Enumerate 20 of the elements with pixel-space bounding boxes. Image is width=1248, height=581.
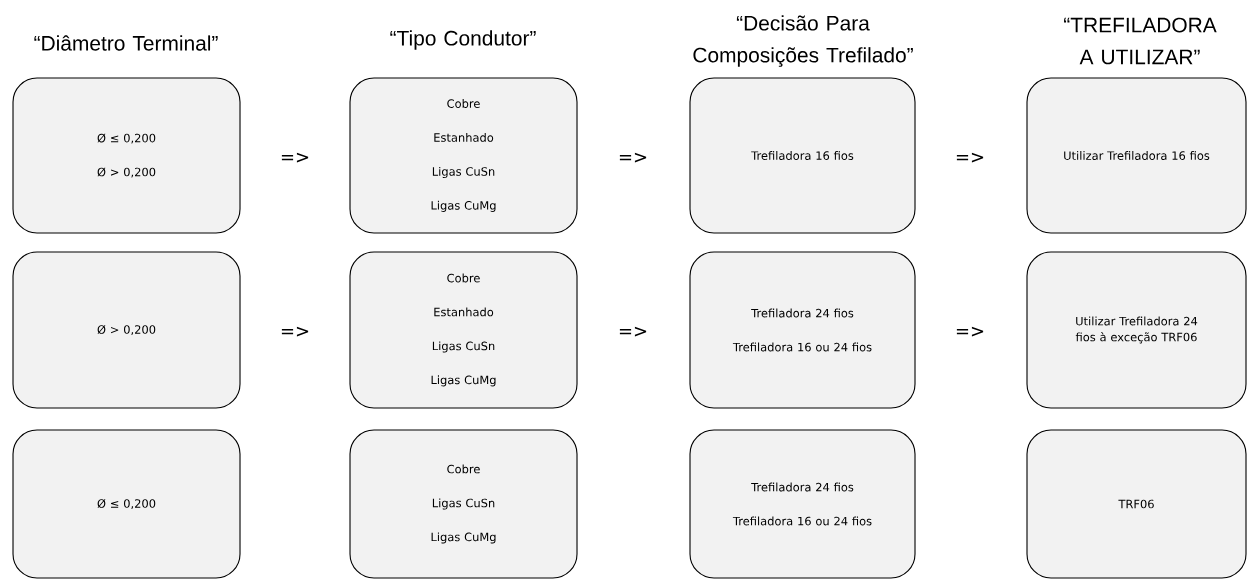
rounded-box: Trefiladora 24 fios Trefiladora 16 ou 24 fios xyxy=(689,251,916,409)
rounded-box: Utilizar Trefiladora 16 fios xyxy=(1026,77,1247,234)
rounded-box: Cobre Estanhado Ligas CuSn Ligas CuMg xyxy=(349,251,578,409)
arrow-sign: => xyxy=(281,326,309,337)
rounded-box: Cobre Estanhado Ligas CuSn Ligas CuMg xyxy=(349,77,578,234)
arrow-sign: => xyxy=(619,326,647,337)
rounded-box: Trefiladora 24 fios Trefiladora 16 ou 24 fios xyxy=(689,429,916,579)
column-heading: “Diâmetro Terminal” xyxy=(34,35,218,51)
rounded-box: Utilizar Trefiladora 24 fios à exceção TRF06 xyxy=(1026,251,1247,409)
rounded-box: Cobre Ligas CuSn Ligas CuMg xyxy=(349,429,578,579)
rounded-box: Ø ≤ 0,200 Ø > 0,200 xyxy=(12,77,241,234)
rounded-box: TRF06 xyxy=(1026,429,1247,579)
column-heading: “Tipo Condutor” xyxy=(390,30,536,50)
rounded-box: Ø ≤ 0,200 xyxy=(12,429,241,579)
arrow-sign: => xyxy=(619,152,647,163)
rounded-box: Ø > 0,200 xyxy=(12,251,241,409)
arrow-sign: => xyxy=(956,326,984,337)
arrow-sign: => xyxy=(956,152,984,163)
rounded-box: Trefiladora 16 fios xyxy=(689,77,916,234)
arrow-sign: => xyxy=(281,152,309,163)
